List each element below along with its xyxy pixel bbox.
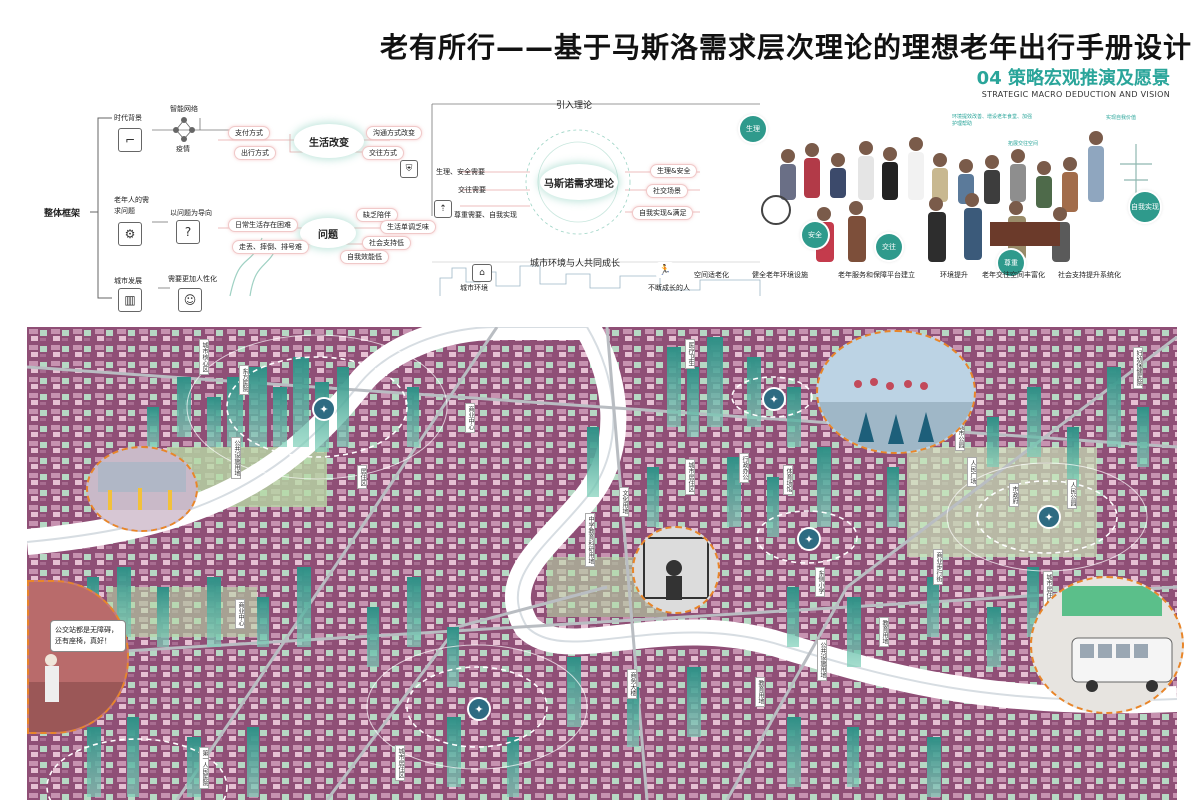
runner-icon: 🏃 — [656, 262, 674, 278]
strategy-label: 空间适老化 — [694, 271, 729, 279]
life-change-item: 沟通方式改变 — [366, 126, 422, 140]
map-tag: 居住区 — [357, 465, 367, 489]
need-bubble-self-actualization: 自我实现 — [1130, 192, 1160, 222]
map-tag: 第一人民医院 — [199, 747, 209, 789]
problem-item: 社会支持低 — [362, 236, 411, 250]
person-icon: ☺ — [178, 288, 202, 312]
map-tag: 人民广场 — [967, 457, 977, 487]
section-title: 04 策略宏观推演及愿景 — [976, 68, 1170, 89]
map-tag: 人民公园 — [1067, 479, 1077, 509]
map-tag: 体育场馆 — [783, 465, 793, 495]
vision-note: 实现自我价值 — [1106, 115, 1137, 121]
page-title: 老有所行——基于马斯洛需求层次理论的理想老年出行手册设计 — [380, 31, 1193, 64]
need-label: 交往需要 — [458, 186, 486, 194]
intro-theory-label: 引入理论 — [556, 101, 593, 111]
pedestrian-node-icon: ✦ — [467, 697, 491, 721]
maslow-core: 马斯诺需求理论 — [540, 164, 618, 200]
pedestrian-node-icon: ✦ — [797, 527, 821, 551]
growth-steps-icon: ⇡ — [434, 200, 452, 218]
map-tag: 中学教育科研用地 — [585, 513, 595, 567]
branch-label-era: 时代背景 — [114, 114, 142, 122]
map-tag: 妇幼保健医院 — [1133, 347, 1143, 389]
need-bubble-social: 交往 — [876, 234, 902, 260]
framework-diagram: 整体框架 时代背景 ⌐ 智能网络 疫情 老年人的需求问题 ⚙ 以问题为导向 ? … — [0, 0, 1200, 320]
network-icon — [172, 116, 196, 142]
strategy-label: 环境提升 — [940, 271, 968, 279]
map-tag: 商务大楼 — [627, 669, 637, 699]
framework-root: 整体框架 — [44, 209, 81, 219]
city-map: ✦ ✦ ✦ ✦ ✦ 城市核心区 东方医院 公共设施用地 商业中心 居住区 医疗卫… — [27, 327, 1177, 800]
map-tag: 行政办公 — [739, 453, 749, 483]
life-change-item: 支付方式 — [228, 126, 270, 140]
map-tag: 城市核心区 — [199, 339, 209, 375]
growth-label: 城市环境与人共同成长 — [530, 259, 621, 269]
zoom-bus-stop — [86, 446, 198, 532]
strategy-label: 老年服务和保障平台建立 — [838, 271, 915, 279]
strategy-label: 健全老年环境设施 — [752, 271, 808, 279]
life-change-item: 出行方式 — [234, 146, 276, 160]
need-bubble-safety: 安全 — [802, 222, 828, 248]
env-label: 城市环境 — [460, 284, 488, 292]
need-label: 尊重需要、自我实现 — [454, 211, 517, 219]
map-tag: 文化用地 — [619, 487, 629, 517]
map-tag: 教育用地 — [755, 677, 765, 707]
map-tag: 教育用地 — [879, 617, 889, 647]
map-tag: 东侧小学 — [815, 567, 825, 597]
map-tag: 公共设施用地 — [231, 437, 241, 479]
branch-label-urban: 城市发展 — [114, 277, 142, 285]
problem-core: 问题 — [300, 218, 356, 248]
map-tag: 商业中心 — [235, 599, 245, 629]
pedestrian-node-icon: ✦ — [1037, 505, 1061, 529]
need-bubble-esteem: 尊重 — [998, 250, 1024, 276]
life-change-item: 交往方式 — [362, 146, 404, 160]
needs-icon: ⚙ — [118, 222, 142, 246]
shield-icon: ⛨ — [400, 160, 418, 178]
problem-item: 生活单调乏味 — [380, 220, 436, 234]
section-subtitle: STRATEGIC MACRO DEDUCTION AND VISION — [981, 90, 1170, 99]
speech-bubble: 公交站都是无障碍，还有座椅，真好！ — [50, 620, 126, 652]
map-tag: 商业步行街 — [933, 549, 943, 585]
building-icon: ⌂ — [472, 264, 492, 282]
branch-node-problem-oriented: 以问题为导向 — [170, 209, 212, 217]
problem-item: 缺乏陪伴 — [356, 208, 398, 222]
question-icon: ? — [176, 220, 200, 244]
need-label: 生理、安全需要 — [436, 168, 485, 176]
map-tag: 城市居住区 — [395, 745, 405, 781]
vision-collage: 生理 安全 交往 尊重 自我实现 环境提效改善、增设老年食堂、加强护理帮助 拓展… — [740, 104, 1180, 276]
vision-note: 环境提效改善、增设老年食堂、加强护理帮助 — [952, 114, 1033, 127]
map-tag: 市政府 — [1009, 483, 1019, 507]
branch-node-humane: 需要更加人性化 — [168, 275, 217, 283]
branch-label-needs: 老年人的需求问题 — [114, 196, 149, 215]
problem-item: 走丢、摔倒、排号难 — [232, 240, 309, 254]
era-icon: ⌐ — [118, 128, 142, 152]
branch-sub-epidemic: 疫情 — [176, 145, 190, 153]
branch-node-network: 智能网络 — [170, 105, 198, 113]
problem-item: 自我效能低 — [340, 250, 389, 264]
map-tag: 商业中心 — [465, 403, 475, 433]
map-tag: 东方医院 — [239, 365, 249, 395]
strategy-label: 社会支持提升系统化 — [1058, 271, 1121, 279]
maslow-item: 自我实现&满足 — [632, 206, 694, 220]
maslow-item: 社交场景 — [646, 184, 688, 198]
pedestrian-node-icon: ✦ — [762, 387, 786, 411]
vision-note: 拓展交往空间 — [1008, 141, 1039, 147]
life-change-core: 生活改变 — [294, 124, 364, 158]
person-label: 不断成长的人 — [648, 284, 690, 292]
zoom-bus — [1030, 576, 1184, 714]
maslow-item: 生理&安全 — [650, 164, 698, 178]
need-bubble-physiology: 生理 — [740, 116, 766, 142]
zoom-station — [632, 526, 720, 614]
strategy-label: 老年交往空间丰富化 — [982, 271, 1045, 279]
map-tag: 医疗卫生 — [685, 339, 695, 369]
zoom-plaza — [816, 330, 976, 454]
map-tag: 城市居住区 — [685, 459, 695, 495]
problem-item: 日常生活存在困难 — [228, 218, 298, 232]
city-icon: ▥ — [118, 288, 142, 312]
pedestrian-node-icon: ✦ — [312, 397, 336, 421]
city-map-graphic — [27, 327, 1177, 800]
elderly-people-illustration — [760, 131, 1170, 274]
map-tag: 公共设施用地 — [817, 639, 827, 681]
